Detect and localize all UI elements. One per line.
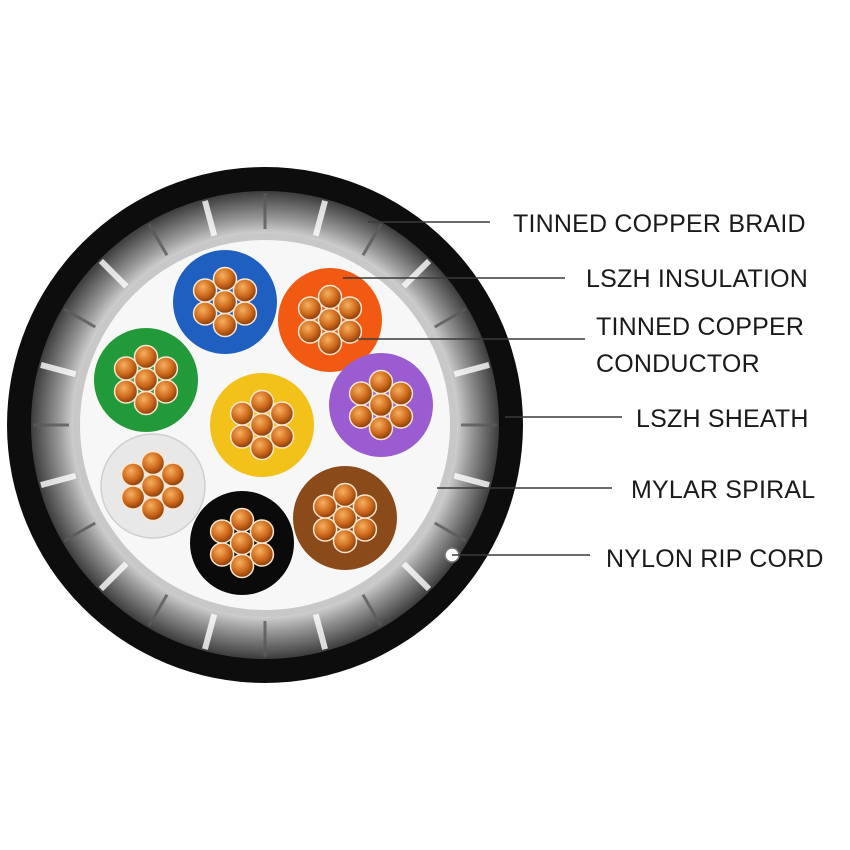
copper-strand	[312, 517, 338, 542]
copper-strand	[192, 301, 218, 326]
braid-segment	[361, 223, 383, 257]
green-core	[94, 328, 198, 432]
copper-strand	[140, 450, 166, 476]
braid-segment	[147, 593, 169, 627]
copper-strand	[209, 542, 235, 567]
braid-segment	[433, 307, 467, 329]
braid-segment	[202, 613, 218, 650]
copper-strand	[113, 379, 139, 404]
brown-core	[293, 466, 397, 570]
copper-strand	[352, 517, 378, 542]
yellow-core	[210, 373, 314, 477]
label-tinned-copper-conductor-line2: CONDUCTOR	[596, 350, 760, 378]
copper-strand	[368, 392, 394, 418]
cores-group	[94, 250, 433, 595]
copper-strand	[229, 401, 255, 426]
copper-strand	[348, 404, 374, 429]
copper-strand	[352, 494, 378, 519]
label-lszh-sheath: LSZH SHEATH	[636, 405, 809, 433]
copper-strand	[140, 473, 166, 499]
copper-strand	[229, 507, 255, 533]
copper-strand	[120, 462, 146, 487]
copper-strand	[368, 369, 394, 395]
braid-segment	[40, 472, 77, 488]
copper-strand	[153, 379, 179, 404]
copper-strand	[269, 424, 295, 449]
copper-strand	[232, 301, 258, 326]
braid-segment	[401, 258, 432, 289]
orange-core	[278, 268, 382, 372]
copper-strand	[297, 319, 323, 344]
copper-strand	[388, 381, 414, 406]
braid-segment	[202, 200, 218, 237]
copper-strand	[249, 542, 275, 567]
copper-strand	[332, 505, 358, 531]
copper-strand	[232, 278, 258, 303]
copper-strand	[160, 485, 186, 510]
braid-segment	[147, 223, 169, 257]
blue-core	[173, 250, 277, 354]
copper-strand	[332, 528, 358, 554]
copper-strand	[249, 412, 275, 438]
braid-segment	[98, 258, 129, 289]
copper-strand	[209, 519, 235, 544]
copper-strand	[153, 356, 179, 381]
copper-strand	[212, 312, 238, 338]
copper-strand	[212, 289, 238, 315]
black-core	[190, 491, 294, 595]
label-tinned-copper-conductor-line1: TINNED COPPER	[596, 313, 804, 341]
copper-strand	[140, 496, 166, 522]
copper-strand	[312, 494, 338, 519]
copper-strand	[368, 415, 394, 441]
copper-strand	[317, 284, 343, 310]
copper-strand	[348, 381, 374, 406]
copper-strand	[133, 367, 159, 393]
copper-strand	[133, 344, 159, 370]
braid-segment	[63, 307, 97, 329]
braid-segment	[401, 561, 432, 592]
copper-strand	[269, 401, 295, 426]
braid-segment	[312, 200, 328, 237]
braid-segment	[433, 521, 467, 543]
copper-strand	[337, 319, 363, 344]
braid-segment	[453, 472, 490, 488]
copper-strand	[317, 330, 343, 356]
copper-strand	[332, 482, 358, 508]
braid-segments	[33, 193, 497, 657]
copper-strand	[229, 553, 255, 579]
braid-segment	[98, 561, 129, 592]
label-mylar-spiral: MYLAR SPIRAL	[631, 476, 815, 504]
braid-segment	[63, 521, 97, 543]
label-nylon-rip-cord: NYLON RIP CORD	[606, 545, 824, 573]
copper-strand	[297, 296, 323, 321]
label-tinned-copper-braid: TINNED COPPER BRAID	[513, 210, 806, 238]
copper-strand	[388, 404, 414, 429]
copper-strand	[229, 424, 255, 449]
copper-strand	[120, 485, 146, 510]
copper-strand	[113, 356, 139, 381]
label-lszh-insulation: LSZH INSULATION	[586, 265, 808, 293]
copper-strand	[160, 462, 186, 487]
braid-segment	[453, 362, 490, 378]
copper-strand	[212, 266, 238, 292]
copper-strand	[192, 278, 218, 303]
copper-strand	[249, 389, 275, 415]
copper-strand	[337, 296, 363, 321]
braid-segment	[361, 593, 383, 627]
purple-core	[329, 353, 433, 457]
braid-segment	[40, 362, 77, 378]
white-core	[100, 433, 206, 539]
copper-strand	[317, 307, 343, 333]
copper-strand	[249, 435, 275, 461]
braid-segment	[312, 613, 328, 650]
copper-strand	[249, 519, 275, 544]
copper-strand	[133, 390, 159, 416]
copper-strand	[229, 530, 255, 556]
